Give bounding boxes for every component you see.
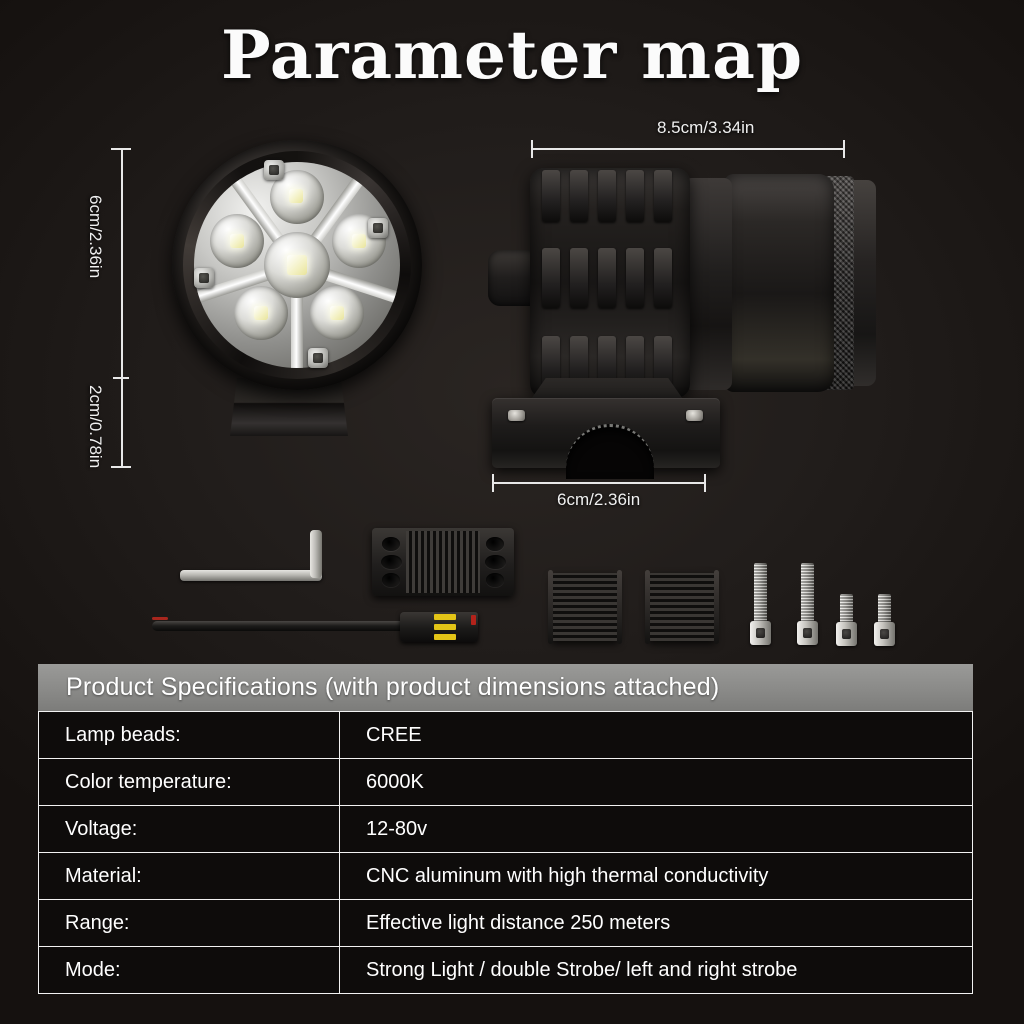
spec-key: Voltage: (38, 805, 340, 853)
rubber-shim-2 (645, 570, 719, 644)
rubber-pad-hole (486, 573, 504, 587)
table-row: Range: Effective light distance 250 mete… (38, 899, 973, 947)
allen-key-long-arm (180, 570, 322, 581)
bolt-shaft (840, 594, 853, 624)
rubber-pad-hole (486, 537, 504, 551)
heat-sink-fin (598, 248, 616, 308)
bolt-shaft (801, 563, 814, 623)
connector-clip (434, 624, 456, 630)
spec-value: Effective light distance 250 meters (339, 899, 973, 947)
table-row: Mode: Strong Light / double Strobe/ left… (38, 946, 973, 994)
rubber-pad-hole (382, 573, 400, 587)
table-row: Color temperature: 6000K (38, 758, 973, 806)
lamp-side-view (488, 160, 876, 480)
bolt-head (874, 622, 895, 646)
spec-value: CNC aluminum with high thermal conductiv… (339, 852, 973, 900)
rubber-pad-ribs (406, 531, 480, 593)
allen-key-short-arm (310, 530, 322, 578)
width-top-label: 8.5cm/3.34in (657, 118, 755, 137)
wire-cable (152, 621, 420, 631)
rubber-pad-hole (382, 537, 400, 551)
heat-sink-fin (654, 248, 672, 308)
dimension-tick-top (111, 148, 131, 150)
connector-clip (434, 614, 456, 620)
led-emitter-right (352, 234, 366, 248)
bezel-screw-right (368, 218, 388, 238)
table-row: Voltage: 12-80v (38, 805, 973, 853)
bolt-head (750, 621, 771, 645)
width-bottom-label: 6cm/2.36in (557, 490, 641, 509)
bolt-shaft (754, 563, 767, 623)
spec-value: CREE (339, 711, 973, 759)
spec-value: Strong Light / double Strobe/ left and r… (339, 946, 973, 994)
heat-sink-fin (570, 248, 588, 308)
bezel-screw-left (194, 268, 214, 288)
spec-table-header: Product Specifications (with product dim… (38, 664, 973, 711)
table-row: Material: CNC aluminum with high thermal… (38, 852, 973, 900)
led-emitter-lower-right (330, 306, 344, 320)
allen-key (180, 530, 328, 592)
bolt-shaft (878, 594, 891, 624)
spec-value: 12-80v (339, 805, 973, 853)
rubber-pad-hole (485, 555, 506, 569)
rubber-mounting-pad (372, 528, 514, 596)
page-title: Parameter map (221, 16, 803, 94)
spec-key: Range: (38, 899, 340, 947)
wire-connector (400, 612, 478, 642)
heat-sink-fin (626, 170, 644, 222)
handlebar-clamp (492, 398, 720, 479)
heat-sink-fin (542, 248, 560, 308)
heat-sink-fin (598, 170, 616, 222)
spec-table: Lamp beads: CREE Color temperature: 6000… (38, 711, 973, 994)
heat-sink-fin (570, 170, 588, 222)
heat-sink-fin (626, 248, 644, 308)
spec-key: Mode: (38, 946, 340, 994)
top-dimension-line (531, 148, 845, 150)
wire-red-lead (152, 617, 168, 620)
spec-key: Lamp beads: (38, 711, 340, 759)
bolt-head (797, 621, 818, 645)
product-specifications: Product Specifications (with product dim… (38, 664, 973, 994)
bolt-head (836, 622, 857, 646)
clamp-screw-left (508, 410, 525, 421)
bezel-screw-bottom (308, 348, 328, 368)
dimension-tick-bottom (111, 466, 131, 468)
vertical-dimension-line (121, 148, 123, 468)
connector-clip (434, 634, 456, 640)
led-emitter-left (230, 234, 244, 248)
clamp-screw-right (686, 410, 703, 421)
spec-value: 6000K (339, 758, 973, 806)
bottom-dimension-line (492, 482, 706, 484)
height-lamp-label: 6cm/2.36in (86, 195, 105, 279)
wire-harness (152, 608, 512, 644)
height-base-label: 2cm/0.78in (86, 385, 105, 469)
housing-barrel (724, 174, 834, 392)
led-emitter-center (287, 255, 307, 275)
bezel-screw-top (264, 160, 284, 180)
top-dimension-tick-right (843, 140, 845, 158)
led-emitter-lower-left (254, 306, 268, 320)
connector-lock-tab (471, 615, 476, 625)
lamp-front-view (172, 140, 422, 436)
bottom-dimension-tick-left (492, 474, 494, 492)
rubber-pad-hole (381, 555, 402, 569)
housing-neck (684, 178, 732, 390)
reflector-plate (194, 162, 400, 368)
dimension-tick-middle (113, 377, 129, 379)
heat-sink-fin (654, 170, 672, 222)
heat-sink-fin (542, 170, 560, 222)
clamp-toothed-mouth (566, 424, 654, 479)
table-row: Lamp beads: CREE (38, 711, 973, 759)
spec-key: Material: (38, 852, 340, 900)
top-dimension-tick-left (531, 140, 533, 158)
led-emitter-top (289, 189, 303, 203)
spec-key: Color temperature: (38, 758, 340, 806)
rubber-shim-1 (548, 570, 622, 644)
cable-gland (488, 250, 538, 306)
bottom-dimension-tick-right (704, 474, 706, 492)
